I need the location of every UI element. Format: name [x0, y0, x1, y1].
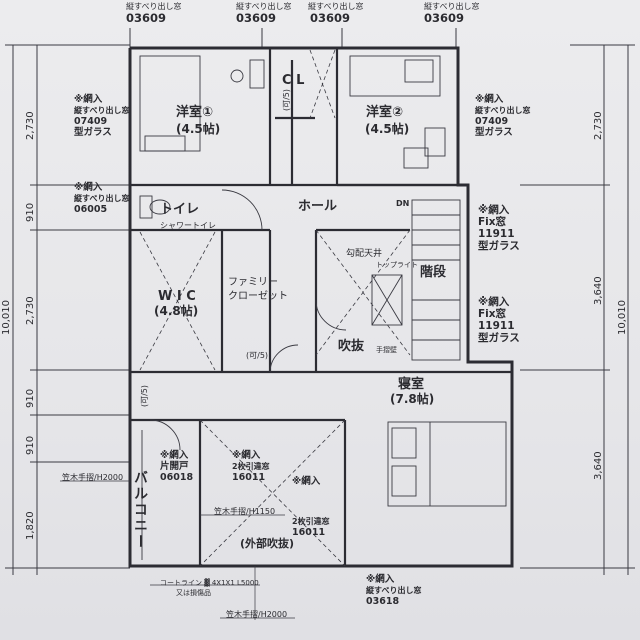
left-dimension-2: 910: [25, 202, 36, 222]
right-dimension-3: 3,640: [593, 451, 604, 480]
room-family-closet-2: クローゼット: [228, 291, 288, 302]
room-toilet-name: トイレ: [160, 202, 200, 217]
top-light-label: トップライト: [376, 261, 418, 269]
room-bedroom-size: (7.8帖): [390, 392, 435, 406]
cl-opening-label-a: (可/5): [282, 88, 292, 112]
room-wic-name: W I C: [158, 289, 196, 304]
room-closet-label: C L: [282, 73, 305, 88]
sloped-ceiling-label: 勾配天井: [346, 249, 383, 259]
stairs-label: 階段: [420, 265, 447, 280]
fukinuke-label: 吹抜: [338, 339, 365, 354]
room-toilet-sub: シャワートイレ: [160, 221, 216, 230]
top-window-code-3: 03609: [310, 11, 351, 25]
handrail-note-4: 又は損傷品: [176, 589, 211, 597]
family-closet-opening-label: (可/5): [246, 351, 269, 360]
left-dimension-6: 1,820: [25, 511, 36, 540]
top-window-label-3: 縦すべり出し窓: [308, 2, 364, 11]
room-youshitsu1-name: 洋室①: [176, 105, 214, 120]
handrail-note-2: 笠木手摺/H1150: [214, 507, 276, 516]
room-youshitsu2-name: 洋室②: [366, 105, 404, 120]
outer-fukinuke-label: (外部吹抜): [240, 537, 295, 550]
room-youshitsu2-size: (4.5帖): [365, 122, 410, 136]
top-window-code-4: 03609: [424, 11, 465, 25]
left-dimension-1: 2,730: [25, 111, 36, 140]
top-window-label-2: 縦すべり出し窓: [236, 2, 292, 11]
balcony-label: バルコニー: [132, 470, 148, 550]
handrail-note-1: 笠木手摺/H2000: [62, 473, 124, 482]
room-family-closet-1: ファミリー: [228, 277, 278, 288]
handrail-note-5: 笠木手摺/H2000: [226, 610, 288, 619]
left-dimension-5: 910: [25, 435, 36, 455]
handrail-wall-label: 手摺壁: [376, 346, 397, 354]
right-dimension-2: 3,640: [593, 276, 604, 305]
handrail-note-3: コートライン ▓ 4X1X1 L5000: [160, 579, 259, 587]
room-hall-name: ホール: [298, 199, 338, 214]
stairs-down-label: DN: [396, 199, 410, 208]
top-window-label-4: 縦すべり出し窓: [424, 2, 480, 11]
room-bedroom-name: 寝室: [398, 377, 425, 392]
room-youshitsu1-size: (4.5帖): [176, 122, 221, 136]
top-window-code-2: 03609: [236, 11, 277, 25]
top-window-code-1: 03609: [126, 11, 167, 25]
window-note-8: ※網入: [292, 476, 321, 487]
left-dimension-4: 910: [25, 388, 36, 408]
right-dimension-total: 10,010: [617, 300, 628, 335]
top-window-label-1: 縦すべり出し窓: [126, 2, 182, 11]
right-dimension-1: 2,730: [593, 111, 604, 140]
balcony-opening-label: (可/5): [140, 384, 150, 408]
left-dimension-total: 10,010: [1, 300, 12, 335]
room-wic-size: (4.8帖): [154, 304, 199, 318]
left-dimension-3: 2,730: [25, 296, 36, 325]
